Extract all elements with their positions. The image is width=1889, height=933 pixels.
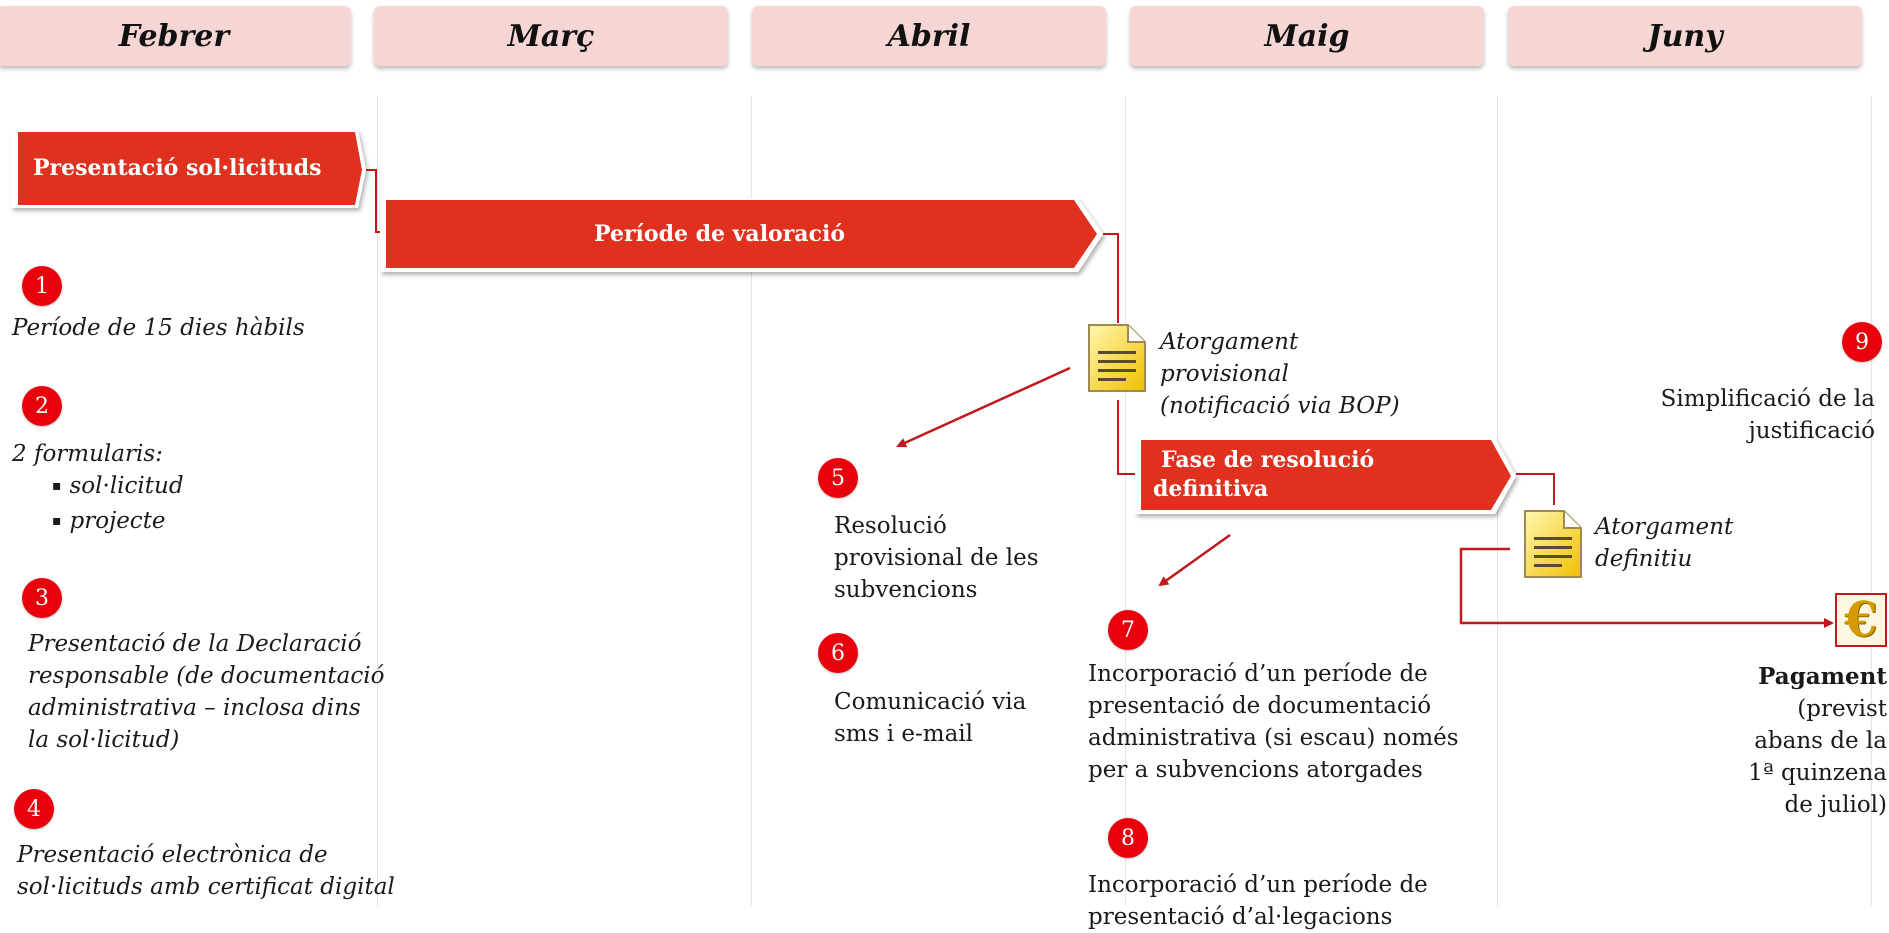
column-divider [377,96,378,906]
month-header-marc: Març [374,6,728,66]
month-header-febrer: Febrer [0,6,351,66]
connector-line [1516,473,1555,505]
banner-valoracio-label: Període de valoració [594,221,845,247]
step-number-2: 2 [22,386,62,426]
banner-resolucio-line1: Fase de resolució [1161,447,1375,473]
step-3-text: Presentació de la Declaració responsable… [28,631,385,753]
step-number-3: 3 [22,578,62,618]
step-2-title: 2 formularis: [12,441,163,467]
payment-text: Pagament (previst abans de la 1ª quinzen… [1748,663,1887,818]
connector-line [1117,400,1135,475]
step-9-text: Simplificació de la justificació [1660,386,1875,444]
month-header-maig: Maig [1130,6,1484,66]
step-2-text: 2 formularis: sol·licitud projecte [12,438,184,540]
form-list: sol·licitud projecte [12,470,184,540]
step-4-text: Presentació electrònica de sol·licituds … [17,842,395,900]
doc-provisional-line3: (notificació via BOP) [1160,393,1400,419]
step-7-text: Incorporació d’un període de presentació… [1088,661,1459,783]
document-icon [1522,508,1584,584]
banner-resolucio-label: Fase de resolució definitiva [1153,446,1374,504]
document-icon [1086,322,1148,398]
step-number-1: 1 [22,266,62,306]
list-item: sol·licitud [52,470,184,505]
step-number-7: 7 [1108,610,1148,650]
arrow-to-step7 [1158,533,1231,587]
payment-title: Pagament [1758,663,1887,690]
step-6-text: Comunicació via sms i e-mail [834,689,1027,747]
column-divider [1871,96,1872,906]
arrow-to-payment [1459,547,1834,628]
banner-resolucio-line2: definitiva [1153,476,1269,502]
doc-definitiu-line2: definitiu [1595,546,1693,572]
month-header-abril: Abril [752,6,1106,66]
month-header-juny: Juny [1508,6,1862,66]
column-divider [751,96,752,906]
doc-definitiu-line1: Atorgament [1595,514,1734,540]
step-number-9: 9 [1842,322,1882,362]
arrow-to-step5 [896,366,1071,448]
doc-provisional-text: Atorgament provisional (notificació via … [1160,326,1400,422]
step-number-6: 6 [818,633,858,673]
step-5-text: Resolució provisional de les subvencions [834,513,1039,603]
connector-line [1103,233,1119,323]
step-1-text: Període de 15 dies hàbils [12,315,305,341]
step-number-4: 4 [14,789,54,829]
step-8-text: Incorporació d’un període de presentació… [1088,872,1428,930]
doc-provisional-line1: Atorgament [1160,329,1299,355]
column-divider [1125,96,1126,906]
doc-provisional-line2: provisional [1160,361,1289,387]
list-item: projecte [52,505,184,540]
banner-presentacio-label: Presentació sol·licituds [33,155,322,181]
euro-icon: € [1835,592,1887,648]
step-number-8: 8 [1108,818,1148,858]
doc-definitiu-text: Atorgament definitiu [1595,511,1733,575]
step-number-5: 5 [818,458,858,498]
connector-line [366,169,380,233]
